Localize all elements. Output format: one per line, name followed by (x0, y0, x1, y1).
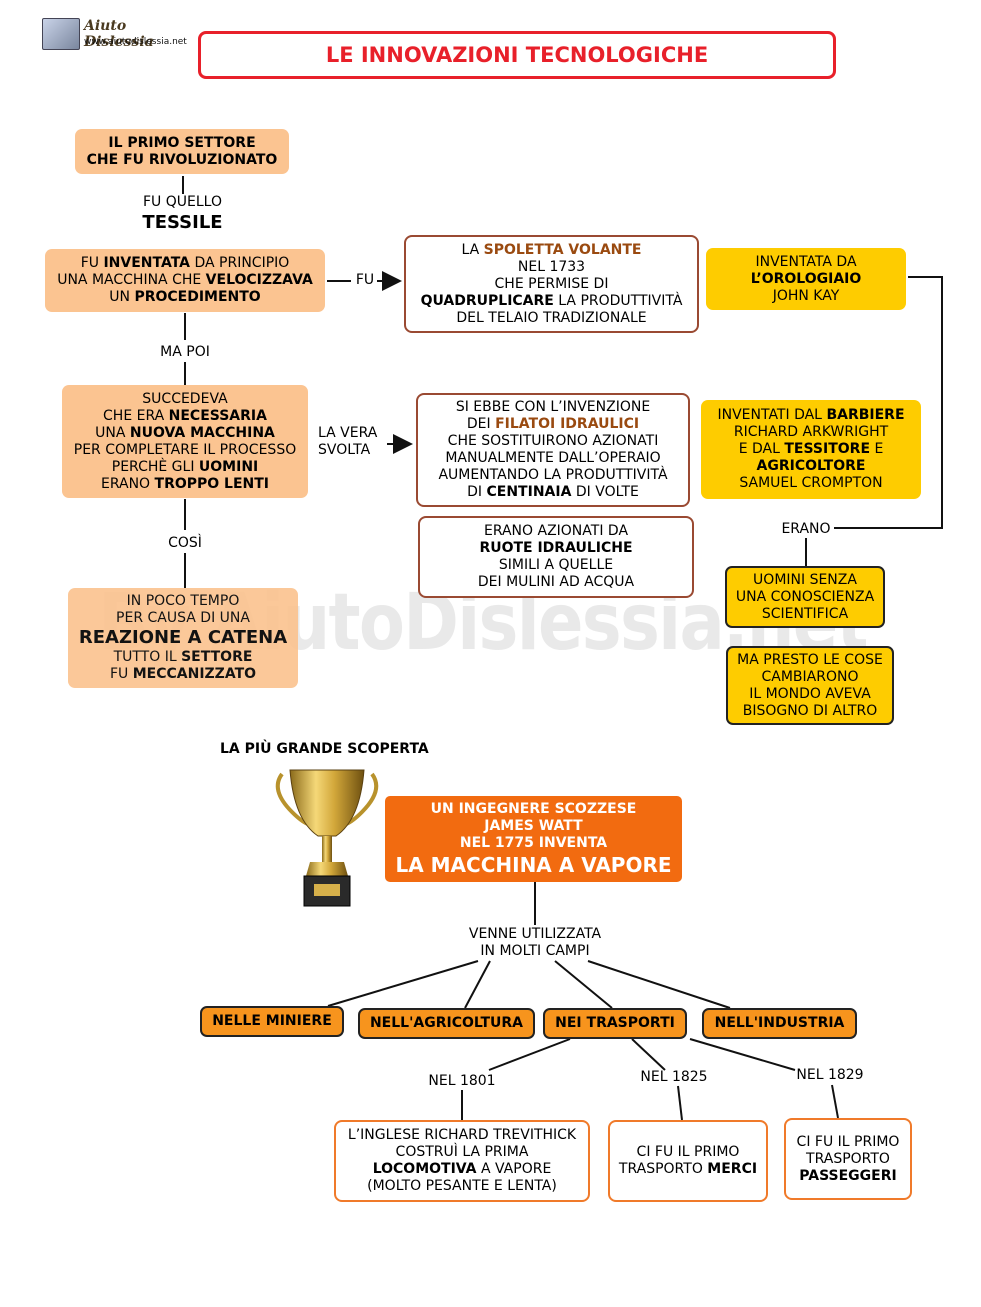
arkwright-box: INVENTATI DAL BARBIERE RICHARD ARKWRIGHT… (701, 400, 921, 499)
ruote-box: ERANO AZIONATI DA RUOTE IDRAULICHE SIMIL… (418, 516, 694, 598)
merci-box: CI FU IL PRIMO TRASPORTO MERCI (608, 1120, 768, 1202)
scoperta-label: LA PIÙ GRANDE SCOPERTA (220, 741, 429, 757)
year-1801-label: NEL 1801 (428, 1073, 496, 1089)
reazione-box: IN POCO TEMPO PER CAUSA DI UNA REAZIONE … (68, 588, 298, 688)
year-1829-label: NEL 1829 (796, 1067, 864, 1083)
title-box: LE INNOVAZIONI TECNOLOGICHE (198, 31, 836, 79)
primo-settore-box: IL PRIMO SETTORE CHE FU RIVOLUZIONATO (75, 129, 289, 174)
erano-label: ERANO (781, 521, 831, 537)
miniere-tag: NELLE MINIERE (200, 1006, 344, 1037)
trasporti-tag: NEI TRASPORTI (543, 1008, 687, 1039)
presto-box: MA PRESTO LE COSE CAMBIARONO IL MONDO AV… (726, 646, 894, 725)
fu-quello-label: FU QUELLO (143, 194, 222, 210)
watt-box: UN INGEGNERE SCOZZESE JAMES WATT NEL 177… (385, 796, 682, 882)
vera-svolta-label: LA VERA SVOLTA (318, 425, 378, 458)
book-icon (42, 18, 80, 50)
filatoi-box: SI EBBE CON L’INVENZIONE DEI FILATOI IDR… (416, 393, 690, 507)
industria-tag: NELL'INDUSTRIA (702, 1008, 857, 1039)
cosi-label: COSÌ (168, 535, 202, 551)
ma-poi-label: MA POI (160, 344, 210, 360)
page-title: LE INNOVAZIONI TECNOLOGICHE (325, 43, 709, 67)
john-kay-box: INVENTATA DA L’OROLOGIAIO JOHN KAY (706, 248, 906, 310)
trevithick-box: L’INGLESE RICHARD TREVITHICK COSTRUÌ LA … (334, 1120, 590, 1202)
tessile-label: TESSILE (142, 212, 223, 233)
spoletta-box: LA SPOLETTA VOLANTE NEL 1733 CHE PERMISE… (404, 235, 699, 333)
uomini-box: UOMINI SENZA UNA CONOSCIENZA SCIENTIFICA (725, 566, 885, 628)
inventata-box: FU INVENTATA DA PRINCIPIO UNA MACCHINA C… (45, 249, 325, 312)
year-1825-label: NEL 1825 (640, 1069, 708, 1085)
venne-utilizzata-label: VENNE UTILIZZATA IN MOLTI CAMPI (468, 926, 602, 959)
succedeva-box: SUCCEDEVA CHE ERA NECESSARIA UNA NUOVA M… (62, 385, 308, 498)
agricoltura-tag: NELL'AGRICOLTURA (358, 1008, 535, 1039)
passeggeri-box: CI FU IL PRIMO TRASPORTO PASSEGGERI (784, 1118, 912, 1200)
logo[interactable]: Aiuto Dislessia www.aiutodislessia.net (42, 16, 192, 54)
fu-label: FU (355, 272, 375, 288)
logo-url: www.aiutodislessia.net (84, 37, 187, 47)
logo-text: Aiuto Dislessia (84, 18, 154, 50)
